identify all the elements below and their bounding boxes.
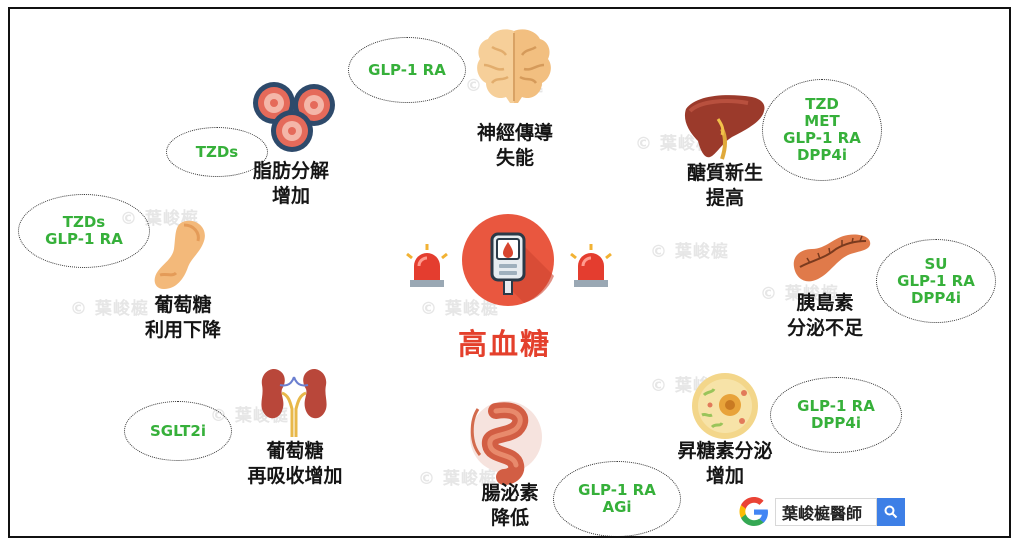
factor-label-alpha-cell: 昇糖素分泌 增加 bbox=[660, 439, 790, 489]
drug-label: GLP-1 RA bbox=[45, 230, 123, 248]
diagram-frame: © 葉峻榳 © 葉峻榳 © 葉峻榳 © 葉峻榳 © 葉峻榳 © 葉峻榳 © 葉峻… bbox=[8, 7, 1011, 538]
label-line: 昇糖素分泌 bbox=[677, 440, 773, 462]
drug-label: TZDs bbox=[62, 213, 106, 231]
drug-oval-gut: GLP-1 RA AGi bbox=[553, 461, 681, 536]
drug-label: TZDs bbox=[195, 142, 239, 161]
label-line: 腸泌素 bbox=[481, 482, 539, 504]
drug-label: AGi bbox=[602, 498, 632, 516]
google-logo-icon bbox=[739, 497, 768, 526]
drug-label: MET bbox=[804, 112, 840, 130]
label-line: 葡萄糖 bbox=[154, 294, 212, 316]
label-line: 脂肪分解 bbox=[252, 160, 329, 182]
muscle-icon bbox=[154, 220, 205, 289]
drug-label: SGLT2i bbox=[149, 421, 206, 440]
glucometer-icon bbox=[462, 214, 554, 306]
drug-oval-liver: TZD MET GLP-1 RA DPP4i bbox=[762, 79, 882, 181]
drug-label: GLP-1 RA bbox=[797, 397, 875, 415]
label-line: 神經傳導 bbox=[476, 122, 553, 144]
factor-label-fat: 脂肪分解 增加 bbox=[236, 159, 346, 209]
label-line: 提高 bbox=[705, 187, 744, 209]
search-bar: 葉峻榳醫師 bbox=[737, 496, 905, 528]
drug-label: DPP4i bbox=[910, 288, 962, 307]
pancreas-icon bbox=[793, 234, 871, 282]
factor-label-kidney: 葡萄糖 再吸收增加 bbox=[230, 439, 360, 489]
drug-oval-pancreas: SU GLP-1 RA DPP4i bbox=[876, 239, 996, 323]
label-line: 葡萄糖 bbox=[266, 440, 324, 462]
watermark: © 葉峻榳 bbox=[418, 469, 497, 489]
alarm-siren-icon bbox=[570, 244, 612, 287]
liver-icon bbox=[684, 95, 765, 160]
drug-oval-brain: GLP-1 RA bbox=[348, 37, 466, 103]
label-line: 增加 bbox=[271, 185, 310, 207]
label-line: 利用下降 bbox=[144, 319, 221, 341]
label-line: 胰島素 bbox=[796, 292, 854, 314]
factor-label-muscle: 葡萄糖 利用下降 bbox=[128, 293, 238, 343]
watermark: © 葉峻榳 bbox=[650, 242, 729, 262]
search-input[interactable]: 葉峻榳醫師 bbox=[775, 498, 877, 526]
drug-oval-fat: TZDs bbox=[166, 127, 268, 177]
factor-label-pancreas: 胰島素 分泌不足 bbox=[770, 291, 880, 341]
label-line: 降低 bbox=[490, 507, 529, 529]
factor-label-brain: 神經傳導 失能 bbox=[460, 121, 570, 171]
drug-label: SU bbox=[924, 254, 948, 273]
drug-oval-muscle: TZDs GLP-1 RA bbox=[18, 194, 150, 268]
watermark: © 葉峻榳 bbox=[70, 299, 149, 319]
drug-label: DPP4i bbox=[810, 414, 862, 432]
intestine-icon bbox=[470, 401, 542, 485]
factor-label-gut: 腸泌素 降低 bbox=[460, 481, 560, 531]
cell-icon bbox=[692, 373, 758, 439]
drug-label: GLP-1 RA bbox=[783, 129, 861, 147]
watermark: © 葉峻榳 bbox=[760, 284, 839, 304]
fat-cells-icon bbox=[253, 82, 335, 152]
label-line: 增加 bbox=[705, 465, 744, 487]
watermark: © 葉峻榳 bbox=[635, 134, 714, 154]
label-line: 醣質新生 bbox=[686, 162, 763, 184]
label-line: 再吸收增加 bbox=[247, 465, 343, 487]
brain-icon bbox=[477, 29, 551, 104]
search-icon bbox=[884, 505, 898, 519]
label-line: 分泌不足 bbox=[786, 317, 863, 339]
drug-label: GLP-1 RA bbox=[897, 271, 975, 290]
kidney-icon bbox=[261, 368, 327, 437]
factor-label-liver: 醣質新生 提高 bbox=[670, 161, 780, 211]
center-title: 高血糖 bbox=[458, 327, 552, 361]
label-line: 失能 bbox=[495, 147, 534, 169]
alarm-siren-icon bbox=[406, 244, 448, 287]
drug-oval-alpha-cell: GLP-1 RA DPP4i bbox=[770, 377, 902, 453]
drug-label: GLP-1 RA bbox=[578, 481, 656, 499]
drug-oval-kidney: SGLT2i bbox=[124, 401, 232, 461]
search-button[interactable] bbox=[877, 498, 905, 526]
watermark: © 葉峻榳 bbox=[420, 299, 499, 319]
drug-label: GLP-1 RA bbox=[368, 60, 446, 79]
drug-label: TZD bbox=[805, 95, 839, 113]
drug-label: DPP4i bbox=[796, 146, 848, 164]
